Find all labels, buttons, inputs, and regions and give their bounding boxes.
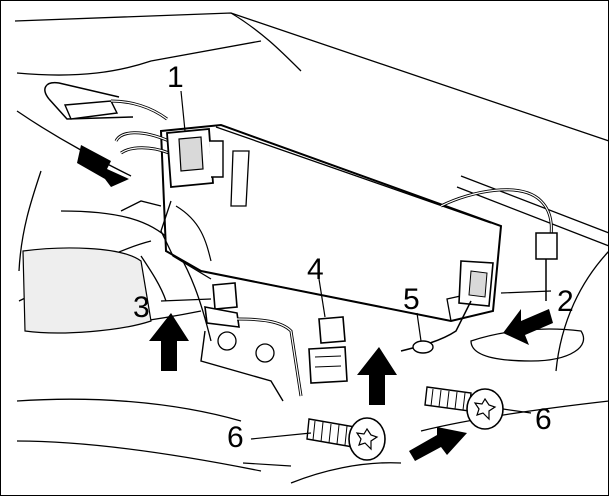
panel-recess <box>22 247 152 334</box>
callout-6-middle: 6 <box>227 421 244 454</box>
ground-wire-5 <box>400 300 472 354</box>
torx-screw-lower <box>306 417 386 461</box>
connector-plug-1 <box>44 81 224 188</box>
callout-6-right: 6 <box>535 403 552 436</box>
direction-arrows <box>77 145 553 461</box>
callout-5: 5 <box>403 283 420 316</box>
cable-right <box>440 188 558 301</box>
arrow-5-icon <box>409 427 467 461</box>
connector-4 <box>308 316 348 384</box>
antenna-module <box>159 123 503 323</box>
callout-2: 2 <box>557 285 574 318</box>
torx-screw-upper <box>424 386 504 430</box>
connector-3 <box>200 282 303 402</box>
callout-4: 4 <box>307 253 324 286</box>
arrow-4-icon <box>357 347 397 405</box>
callout-labels: 1 2 3 4 5 6 6 6 <box>133 61 574 454</box>
arrow-2-icon <box>503 309 553 345</box>
leader-lines <box>160 90 552 467</box>
arrow-1-icon <box>77 145 129 187</box>
arrow-3-icon <box>149 313 189 371</box>
callout-1: 1 <box>167 61 184 94</box>
callout-3: 3 <box>133 291 150 324</box>
